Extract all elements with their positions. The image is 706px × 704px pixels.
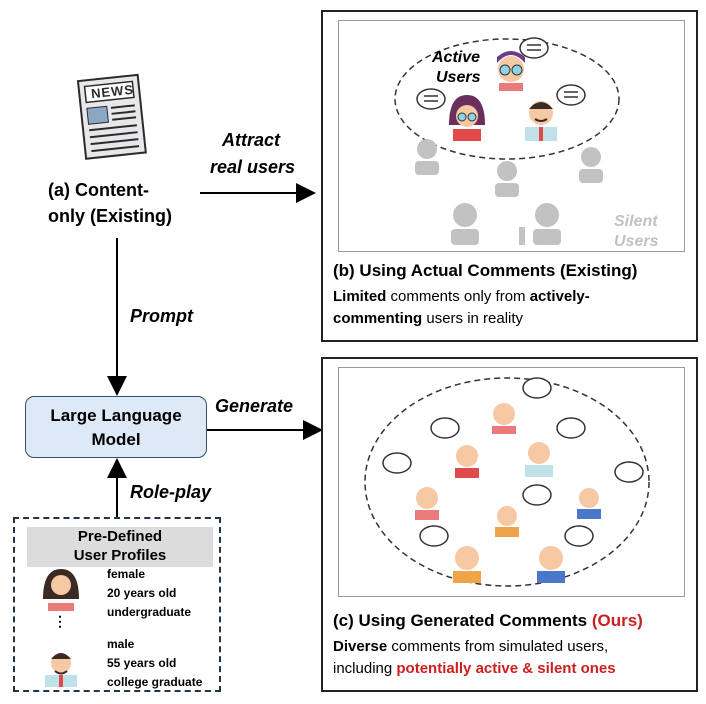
active-users-label-line2: Users bbox=[436, 69, 481, 86]
active-users-label-line1: Active bbox=[432, 49, 481, 66]
attract-label-line2: real users bbox=[210, 157, 296, 177]
panel-c-title-ours: (Ours) bbox=[591, 611, 643, 630]
panel-b-title: (b) Using Actual Comments (Existing) bbox=[333, 261, 638, 280]
attract-label-line1: Attract bbox=[222, 130, 281, 150]
profile2-gender: male bbox=[107, 637, 135, 651]
panel-c-illustration bbox=[364, 377, 650, 587]
panel-c-desc-line1: Diverse comments from simulated users, bbox=[333, 638, 608, 655]
female-avatar-icon bbox=[43, 569, 79, 611]
panel-b-desc-actively: actively- bbox=[529, 288, 590, 305]
content-only-label-line2: only (Existing) bbox=[48, 206, 173, 226]
prompt-label: Prompt bbox=[130, 306, 193, 326]
user-avatars bbox=[415, 403, 601, 583]
profiles-ellipsis: ⋮ bbox=[53, 613, 67, 629]
panel-c-desc-including: including bbox=[333, 660, 397, 677]
panel-c-image bbox=[338, 367, 685, 597]
panel-c: (c) Using Generated Comments (Ours) Dive… bbox=[321, 357, 698, 692]
profile1-age: 20 years old bbox=[107, 586, 177, 600]
profile1: female 20 years old undergraduate bbox=[107, 565, 191, 622]
profile2: male 55 years old college graduate bbox=[107, 635, 202, 692]
active-user-purple-icon bbox=[449, 95, 485, 141]
profile-avatars bbox=[43, 569, 79, 687]
panel-b-desc-commenting: commenting bbox=[333, 310, 423, 327]
active-users-ellipse bbox=[394, 38, 620, 160]
llm-box: Large Language Model bbox=[25, 396, 207, 458]
panel-c-desc-line2: including potentially active & silent on… bbox=[333, 660, 616, 677]
silent-users-label-line1: Silent bbox=[614, 213, 658, 230]
panel-b-desc-limited: Limited bbox=[333, 288, 387, 305]
llm-label-line2: Model bbox=[91, 430, 141, 449]
panel-c-title: (c) Using Generated Comments (Ours) bbox=[333, 611, 643, 631]
panel-b-image: Active Users Silent Users bbox=[338, 20, 685, 252]
profile1-education: undergraduate bbox=[107, 605, 192, 619]
panel-b-desc-mid: comments only from bbox=[386, 288, 530, 305]
panel-b-desc-line1: Limited comments only from actively- bbox=[333, 288, 590, 305]
user-profiles-box: Pre-Defined User Profiles female 20 year… bbox=[13, 517, 221, 692]
content-only-label-line1: (a) Content- bbox=[48, 180, 149, 200]
panel-b-desc-rest: users in reality bbox=[422, 310, 524, 327]
profiles-title-line2: User Profiles bbox=[73, 547, 167, 564]
profile2-age: 55 years old bbox=[107, 656, 177, 670]
silent-users-icons bbox=[415, 139, 603, 245]
llm-label-line1: Large Language bbox=[50, 406, 182, 425]
active-user-glasses-icon bbox=[497, 51, 525, 91]
panel-b-desc-line2: commenting users in reality bbox=[333, 310, 523, 327]
panel-c-title-main: (c) Using Generated Comments bbox=[333, 611, 592, 630]
profiles-title-line1: Pre-Defined bbox=[77, 528, 163, 545]
roleplay-label: Role-play bbox=[130, 482, 212, 502]
panel-c-desc-rest: comments from simulated users, bbox=[387, 638, 609, 655]
male-avatar-icon bbox=[45, 653, 77, 687]
comment-bubble-icon bbox=[416, 37, 586, 110]
active-user-mustache-icon bbox=[525, 101, 557, 141]
panel-c-desc-red: potentially active & silent ones bbox=[396, 660, 616, 677]
silent-users-label-line2: Users bbox=[614, 233, 659, 250]
profile2-education: college graduate bbox=[107, 675, 203, 689]
generate-label: Generate bbox=[215, 396, 294, 416]
comment-bubble-icon bbox=[382, 377, 644, 547]
all-users-ellipse bbox=[364, 377, 650, 587]
panel-b-illustration bbox=[394, 37, 620, 245]
panel-b: Active Users Silent Users (b) Using Actu… bbox=[321, 10, 698, 342]
profiles-header: Pre-Defined User Profiles bbox=[27, 527, 213, 567]
panel-c-desc-diverse: Diverse bbox=[333, 638, 388, 655]
profile1-gender: female bbox=[107, 567, 146, 581]
